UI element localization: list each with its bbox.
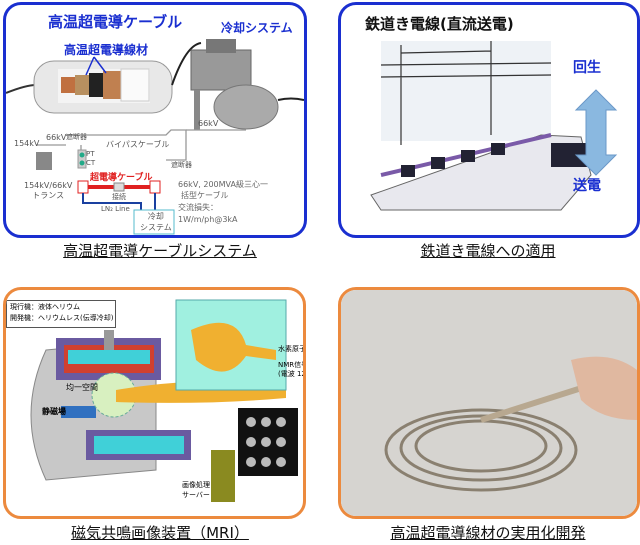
caption-hts-cable: 高温超電導ケーブルシステム bbox=[63, 242, 257, 260]
label-pt: PT bbox=[86, 150, 95, 158]
spec-line-2: 括型ケーブル bbox=[181, 191, 229, 200]
cable-illustration bbox=[6, 39, 304, 235]
panel-hts-wire bbox=[338, 287, 640, 519]
label-cooling-box: 冷却 システム bbox=[140, 212, 172, 232]
nmr-label: NMR信号 bbox=[278, 361, 306, 369]
label-ct: CT bbox=[86, 159, 96, 167]
label-ln2-line: LN₂ Line bbox=[101, 205, 130, 213]
panel-mri: 現行機：液体ヘリウム 開発機：ヘリウムレス(伝導冷却) 均一空間 静磁場 水素原… bbox=[3, 287, 306, 519]
label-154kv: 154kV bbox=[14, 139, 40, 148]
static-field-label: 静磁場 bbox=[42, 407, 66, 416]
railway-title: 鉄道き電線(直流送電) bbox=[365, 15, 514, 33]
panel-hts-cable: 高温超電導ケーブル 冷却システム 高温超電導線材 154kV 66kV bbox=[3, 2, 307, 238]
regen-label: 回生 bbox=[573, 60, 601, 76]
label-joint: 接続 bbox=[112, 193, 126, 201]
wire-photo bbox=[341, 290, 637, 516]
train-illustration bbox=[370, 41, 618, 211]
note-box bbox=[6, 300, 116, 328]
spec-line-3: 交流損失： bbox=[178, 203, 218, 212]
label-sc-cable: 超電導ケーブル bbox=[90, 173, 153, 183]
proton-label: 水素原子核 bbox=[278, 345, 306, 353]
hts-wire-label: 高温超電導線材 bbox=[64, 43, 149, 57]
mri-illustration bbox=[30, 299, 298, 502]
spec-line-4: 1W/m/ph@3kA bbox=[178, 215, 238, 224]
feed-label: 送電 bbox=[573, 178, 601, 194]
label-66kv-right: 66kV bbox=[198, 119, 219, 128]
label-breaker-2: 遮断器 bbox=[171, 161, 192, 169]
caption-railway: 鉄道き電線への適用 bbox=[420, 242, 556, 260]
uniform-space-label: 均一空間 bbox=[66, 383, 98, 392]
label-66kv-left: 66kV bbox=[46, 133, 67, 142]
caption-mri: 磁気共鳴画像装置（MRI） bbox=[71, 524, 249, 542]
hts-cable-title: 高温超電導ケーブル bbox=[48, 13, 183, 31]
label-breaker-1: 遮断器 bbox=[66, 133, 87, 141]
note-current: 現行機：液体ヘリウム bbox=[10, 303, 80, 311]
note-development: 開発機：ヘリウムレス(伝導冷却) bbox=[10, 314, 114, 322]
label-bypass-cable: バイパスケーブル bbox=[106, 140, 170, 149]
server-label-1: 画像処理 bbox=[182, 481, 210, 489]
nmr-freq-label: (電波 123MHz) bbox=[278, 370, 306, 378]
panel-railway: 鉄道き電線(直流送電) 回生 送電 bbox=[338, 2, 640, 238]
cooling-system-title: 冷却システム bbox=[221, 21, 293, 35]
server-label-2: サーバー bbox=[182, 491, 210, 499]
caption-hts-wire: 高温超電導線材の実用化開発 bbox=[390, 524, 586, 542]
spec-line-1: 66kV, 200MVA級三心一 bbox=[178, 180, 268, 189]
label-transformer: 154kV/66kV トランス bbox=[24, 181, 73, 200]
